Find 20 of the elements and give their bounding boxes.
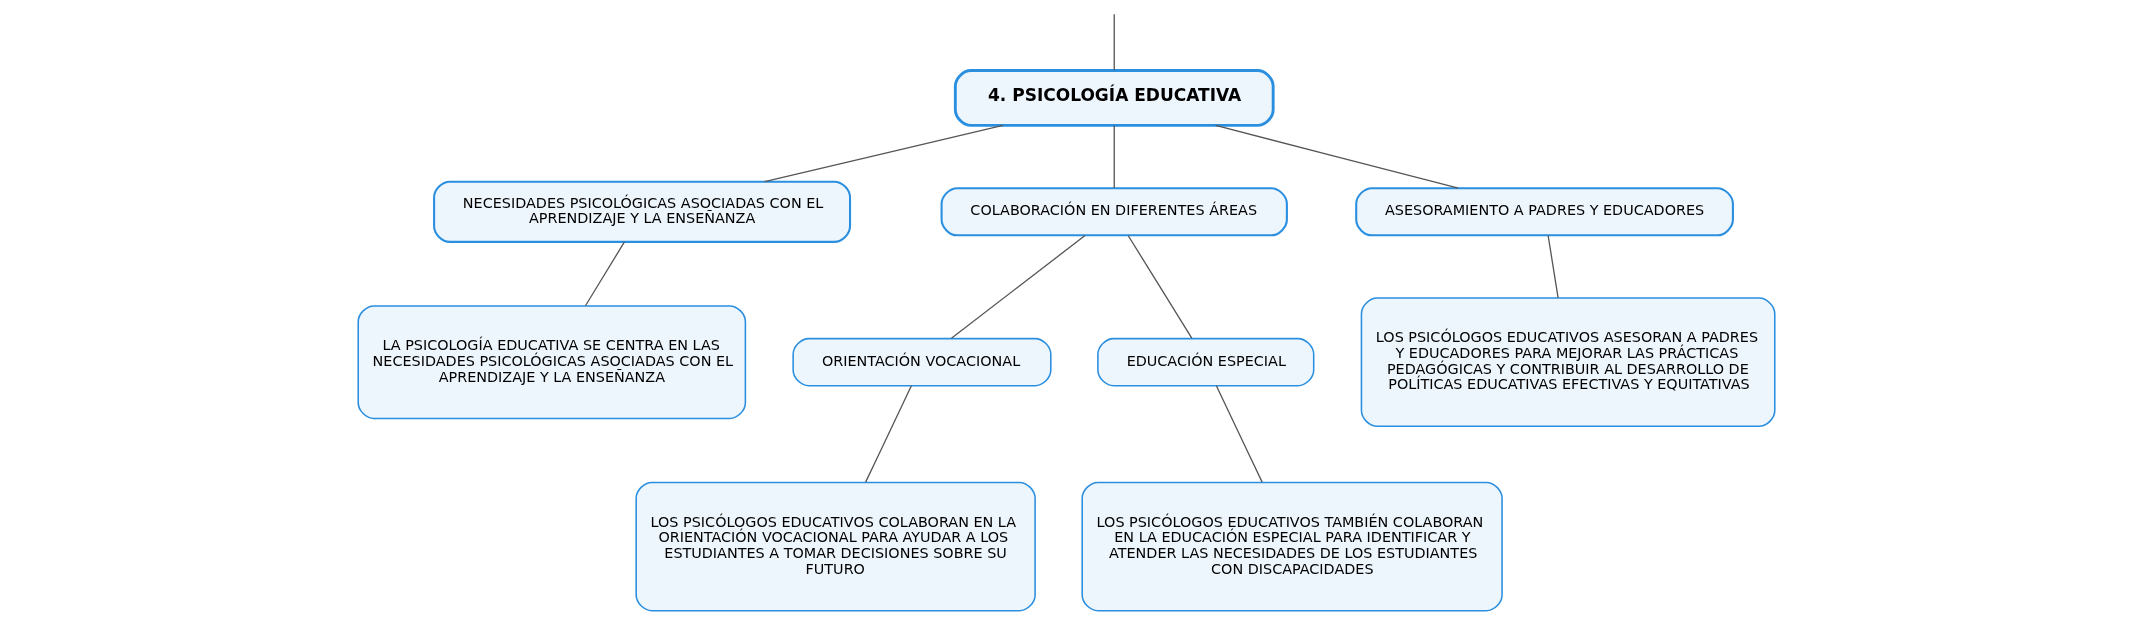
node-box: 4. PSICOLOGÍA EDUCATIVA [953,69,1275,127]
connector [1215,385,1263,483]
node-box: COLABORACIÓN EN DIFERENTES ÁREAS [940,187,1288,237]
connector [584,241,625,307]
connector [864,385,912,483]
connector [763,124,1004,183]
connector [1547,234,1559,299]
connector [950,234,1086,339]
node-box: LA PSICOLOGÍA EDUCATIVA SE CENTRA EN LAS NECESIDADES PSICOLÓGICAS ASOCIADAS CON EL APRENDIZAJE Y LA ENSEÑANZA [356,305,746,420]
node-box: NECESIDADES PSICOLÓGICAS ASOCIADAS CON EL APRENDIZAJE Y LA ENSEÑANZA [432,180,851,243]
connector [1113,124,1115,189]
node-box: LOS PSICÓLOGOS EDUCATIVOS TAMBIÉN COLABORAN EN LA EDUCACIÓN ESPECIAL PARA IDENTIFICAR Y ATENDER LAS NECESIDADES DE LOS ESTUDIANTES CON DISCAPACIDADES [1080,481,1503,612]
node-box: LOS PSICÓLOGOS EDUCATIVOS COLABORAN EN LA ORIENTACIÓN VOCACIONAL PARA AYUDAR A LOS ESTUDIANTES A TOMAR DECISIONES SOBRE SU FUTURO [634,481,1036,612]
node-box: ORIENTACIÓN VOCACIONAL [791,337,1052,387]
node-box: LOS PSICÓLOGOS EDUCATIVOS ASESORAN A PADRES Y EDUCADORES PARA MEJORAR LAS PRÁCTICAS PEDAGÓGICAS Y CONTRIBUIR AL DESARROLLO DE POLÍTICAS EDUCATIVAS EFECTIVAS Y EQUITATIVAS [1360,297,1776,428]
connector [1127,234,1192,339]
node-box: ASESORAMIENTO A PADRES Y EDUCADORES [1354,187,1734,237]
node-box: EDUCACIÓN ESPECIAL [1096,337,1314,387]
connector [1113,13,1115,71]
connector [1214,124,1459,189]
